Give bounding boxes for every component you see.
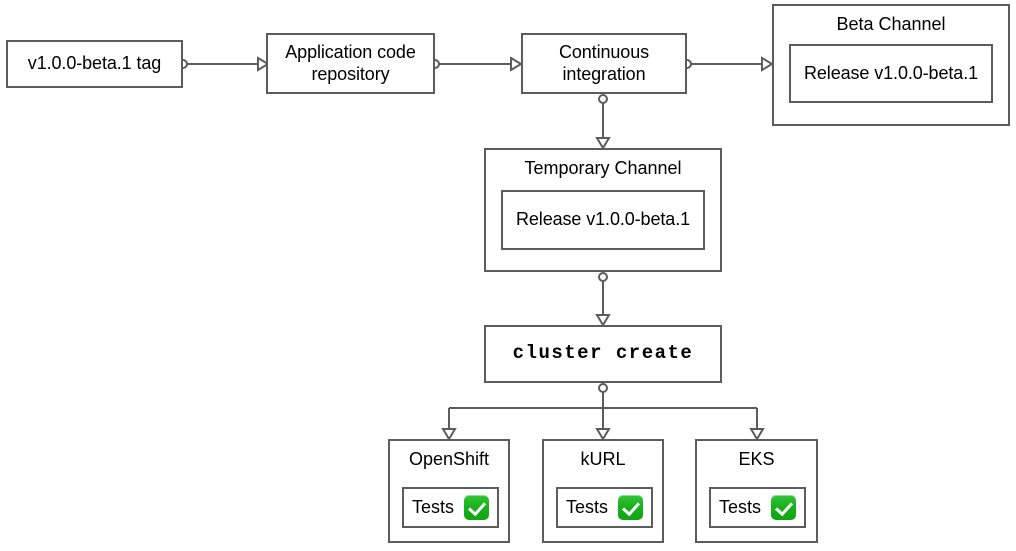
node-kurl-tests[interactable]: Tests — [556, 487, 653, 528]
green-check-icon — [618, 495, 643, 520]
group-beta-channel-title: Beta Channel — [836, 14, 946, 34]
node-cluster-create-label: cluster create — [512, 342, 694, 365]
edge-cluster-create-branch — [441, 383, 765, 441]
green-check-icon — [464, 495, 489, 520]
edge-ci-to-temporary-channel — [595, 94, 611, 150]
edge-temporary-channel-to-cluster-create — [595, 272, 611, 327]
node-openshift-tests[interactable]: Tests — [402, 487, 499, 528]
node-continuous-integration[interactable]: Continuous integration — [521, 33, 687, 94]
edge-ci-to-beta-channel — [682, 56, 774, 72]
openshift-tests-label: Tests — [411, 497, 454, 517]
green-check-icon — [771, 495, 796, 520]
group-target-kurl-title: kURL — [580, 449, 626, 469]
eks-tests-label: Tests — [718, 497, 761, 517]
group-temporary-channel[interactable]: Temporary Channel Release v1.0.0-beta.1 — [484, 148, 722, 272]
edge-repository-to-ci — [430, 56, 523, 72]
node-beta-channel-release[interactable]: Release v1.0.0-beta.1 — [789, 44, 993, 103]
node-temporary-channel-release-label: Release v1.0.0-beta.1 — [515, 209, 690, 230]
node-tag[interactable]: v1.0.0-beta.1 tag — [6, 40, 183, 88]
node-eks-tests[interactable]: Tests — [709, 487, 806, 528]
group-target-eks-title: EKS — [738, 449, 775, 469]
kurl-tests-label: Tests — [565, 497, 608, 517]
group-target-eks[interactable]: EKS Tests — [695, 439, 818, 543]
group-target-openshift-title: OpenShift — [408, 449, 490, 469]
node-temporary-channel-release[interactable]: Release v1.0.0-beta.1 — [501, 190, 705, 250]
group-temporary-channel-title: Temporary Channel — [524, 158, 682, 178]
node-beta-channel-release-label: Release v1.0.0-beta.1 — [803, 62, 978, 83]
group-target-openshift[interactable]: OpenShift Tests — [388, 439, 510, 543]
node-repository-label: Application code repository — [285, 41, 416, 84]
node-continuous-integration-label: Continuous integration — [558, 41, 650, 84]
node-cluster-create[interactable]: cluster create — [484, 325, 722, 383]
node-repository[interactable]: Application code repository — [266, 33, 435, 94]
group-target-kurl[interactable]: kURL Tests — [542, 439, 664, 543]
group-beta-channel[interactable]: Beta Channel Release v1.0.0-beta.1 — [772, 4, 1010, 126]
edge-tag-to-repository — [178, 56, 270, 72]
node-tag-label: v1.0.0-beta.1 tag — [27, 53, 162, 74]
